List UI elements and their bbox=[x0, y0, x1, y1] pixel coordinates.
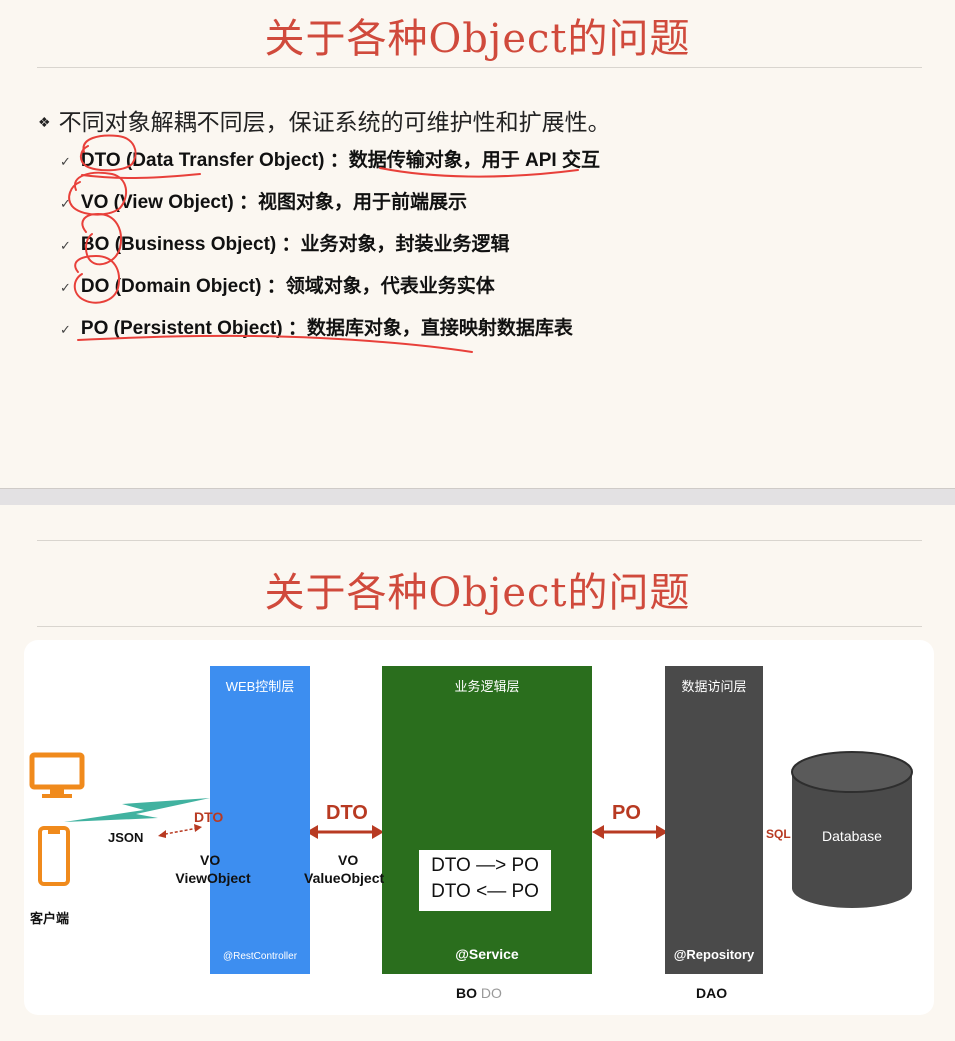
phone-icon bbox=[38, 826, 70, 886]
title-divider bbox=[37, 626, 922, 627]
conversion-box: DTO —> PO DTO <— PO bbox=[419, 850, 551, 911]
check-icon: ✓ bbox=[60, 154, 71, 169]
title-divider bbox=[37, 67, 922, 68]
json-dto-arrowhead-right bbox=[194, 824, 202, 832]
item-abbr: VO bbox=[80, 192, 109, 213]
rest-controller-label: @RestController bbox=[222, 951, 298, 962]
dao-label: DAO bbox=[696, 985, 728, 1001]
item-desc: ：领域对象，代表业务实体 bbox=[266, 276, 495, 297]
lightning-icon bbox=[64, 798, 210, 822]
item-full: (Business Object) bbox=[114, 234, 277, 255]
database-icon bbox=[791, 751, 913, 908]
layer-diagram: WEB控制层 @RestController 业务逻辑层 @Service DT… bbox=[24, 640, 934, 1015]
check-icon: ✓ bbox=[60, 322, 71, 337]
slide-2-title: 关于各种Object的问题 bbox=[264, 570, 691, 616]
dto-big-label: DTO bbox=[326, 802, 368, 824]
repository-label: @Repository bbox=[673, 947, 755, 962]
do-label: DO bbox=[480, 985, 502, 1001]
item-desc: ：业务对象，封装业务逻辑 bbox=[281, 234, 510, 255]
list-item-dto: ✓ DTO (Data Transfer Object) ：数据传输对象，用于 A… bbox=[60, 145, 600, 187]
list-item-bo: ✓ BO (Business Object) ：业务对象，封装业务逻辑 bbox=[60, 229, 600, 271]
business-layer-column: 业务逻辑层 @Service bbox=[382, 666, 592, 974]
data-layer-column: 数据访问层 @Repository bbox=[665, 666, 763, 974]
po-arrowhead-left bbox=[592, 825, 604, 839]
data-layer-title: 数据访问层 bbox=[681, 679, 747, 694]
conversion-line-1: DTO —> PO bbox=[431, 855, 539, 876]
vo-left-label: VO bbox=[200, 852, 221, 868]
monitor-icon bbox=[29, 752, 85, 798]
item-full: (Domain Object) bbox=[114, 276, 262, 297]
diagram-graphics bbox=[29, 751, 913, 908]
item-abbr: DTO bbox=[80, 150, 121, 171]
database-label: Database bbox=[822, 828, 882, 844]
slide-1-title: 关于各种Object的问题 bbox=[264, 16, 691, 62]
check-icon: ✓ bbox=[60, 196, 71, 211]
slide-2: 关于各种Object的问题 bbox=[0, 505, 955, 1041]
lead-text: 不同对象解耦不同层，保证系统的可维护性和扩展性。 bbox=[58, 110, 611, 136]
conversion-line-2: DTO <— PO bbox=[431, 881, 539, 902]
value-object-label: ValueObject bbox=[304, 870, 385, 886]
slide-separator bbox=[0, 488, 955, 506]
vo-right-label: VO bbox=[338, 852, 359, 868]
dto-arrowhead-right bbox=[372, 825, 384, 839]
lead-sentence: ❖ 不同对象解耦不同层，保证系统的可维护性和扩展性。 bbox=[38, 103, 611, 137]
client-label: 客户端 bbox=[30, 911, 70, 926]
dto-small-label: DTO bbox=[194, 809, 224, 825]
item-abbr: PO bbox=[80, 318, 109, 339]
sql-label: SQL bbox=[766, 827, 791, 841]
object-type-list: ✓ DTO (Data Transfer Object) ：数据传输对象，用于 A… bbox=[60, 145, 600, 355]
json-dto-arrowhead-left bbox=[158, 830, 166, 838]
web-layer-column: WEB控制层 @RestController bbox=[210, 666, 310, 974]
po-big-label: PO bbox=[612, 802, 641, 824]
item-desc: ：数据传输对象，用于 API 交互 bbox=[329, 150, 600, 171]
web-layer-title: WEB控制层 bbox=[225, 679, 295, 694]
json-dto-arrow bbox=[159, 827, 199, 836]
diamond-bullet-icon: ❖ bbox=[38, 115, 51, 131]
check-icon: ✓ bbox=[60, 238, 71, 253]
item-full: (Data Transfer Object) bbox=[125, 150, 325, 171]
slide-1: 关于各种Object的问题 ❖不同对象解耦不同层，保证系统的可维护性和扩展性。 … bbox=[0, 0, 955, 488]
list-item-do: ✓ DO (Domain Object) ：领域对象，代表业务实体 bbox=[60, 271, 600, 313]
po-arrowhead-right bbox=[656, 825, 668, 839]
business-layer-title: 业务逻辑层 bbox=[454, 679, 520, 694]
top-divider bbox=[37, 540, 922, 541]
item-abbr: BO bbox=[80, 234, 110, 255]
json-label: JSON bbox=[108, 830, 144, 845]
item-full: (Persistent Object) bbox=[113, 318, 283, 339]
list-item-vo: ✓ VO (View Object) ：视图对象，用于前端展示 bbox=[60, 187, 600, 229]
item-desc: ：视图对象，用于前端展示 bbox=[238, 192, 467, 213]
list-item-po: ✓ PO (Persistent Object) ：数据库对象，直接映射数据库表 bbox=[60, 313, 600, 355]
item-full: (View Object) bbox=[113, 192, 234, 213]
view-object-label: ViewObject bbox=[175, 870, 251, 886]
bo-do-label: BO DO bbox=[456, 985, 502, 1001]
dto-arrowhead-left bbox=[306, 825, 318, 839]
service-label: @Service bbox=[455, 946, 519, 962]
item-abbr: DO bbox=[80, 276, 110, 297]
item-desc: ：数据库对象，直接映射数据库表 bbox=[287, 318, 573, 339]
bo-label: BO bbox=[456, 985, 477, 1001]
check-icon: ✓ bbox=[60, 280, 71, 295]
